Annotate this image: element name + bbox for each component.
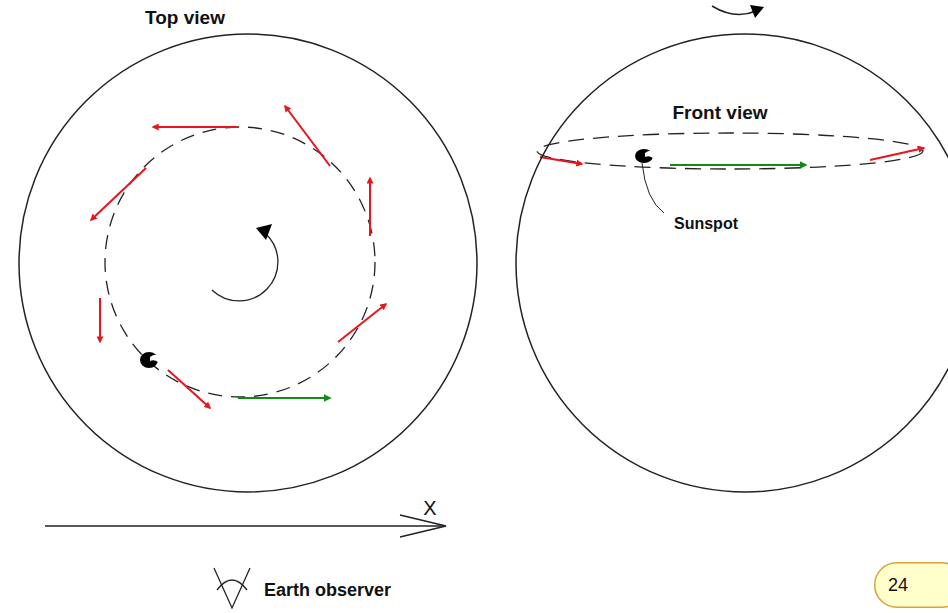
- velocity-arrow: [870, 148, 924, 160]
- top-view-flow: [91, 106, 386, 408]
- sunspot-mark: [635, 149, 655, 163]
- view-title: Top view: [145, 7, 225, 29]
- velocity-arrows: [91, 106, 386, 408]
- badge-outline: [874, 562, 948, 608]
- orbit-dashed: [537, 133, 923, 169]
- rotation-arrow: [212, 224, 278, 301]
- eye-symbol: [214, 568, 250, 608]
- sunspot-mark: [140, 352, 160, 368]
- view-title: Front view: [672, 102, 767, 124]
- rotation-arrow: [712, 5, 764, 18]
- sun-disk: Front viewSunspot: [515, 33, 948, 493]
- observer-label: Earth observer: [264, 580, 391, 601]
- disk-outline: [18, 33, 478, 493]
- front-view-flow: [537, 5, 924, 213]
- sun-disk: Top view: [18, 33, 478, 493]
- velocity-green: [670, 164, 806, 166]
- x-axis: [45, 515, 446, 537]
- velocity-green: [238, 397, 330, 399]
- leader-line: [642, 163, 664, 213]
- page-number: 24: [888, 575, 908, 596]
- page-badge: 24: [874, 562, 948, 608]
- axis-label: X: [423, 497, 436, 520]
- callout-label: Sunspot: [674, 215, 738, 233]
- velocity-arrow: [540, 157, 582, 164]
